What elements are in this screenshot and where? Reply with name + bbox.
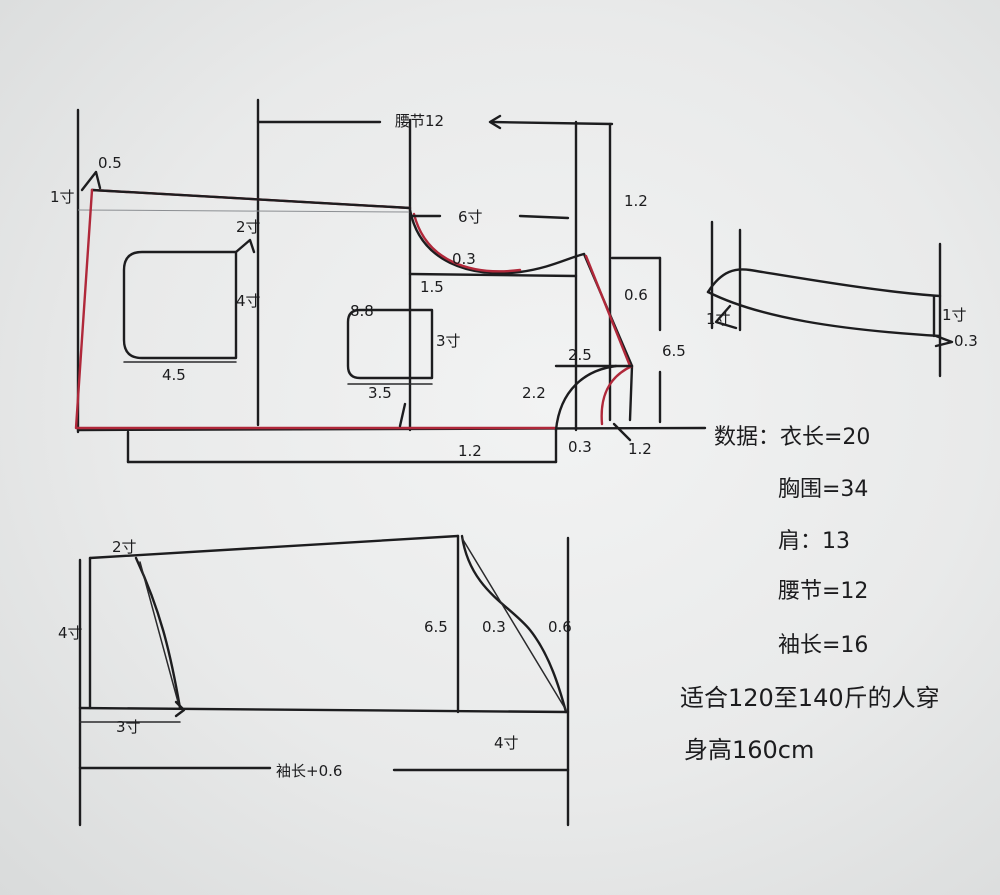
armhole-red <box>584 254 632 368</box>
sleeve-bottom-line <box>78 706 570 714</box>
large-pocket <box>122 250 238 360</box>
sleeve-06-label: 0.6 <box>548 618 572 636</box>
cuff-arrow-left <box>714 304 738 330</box>
note-height: 身高160cm <box>684 736 814 764</box>
pocket-corner-mark <box>234 238 256 254</box>
side-06-label: 0.6 <box>624 286 648 304</box>
note-waist: 腰节=12 <box>778 579 868 604</box>
corner-12-label: 1.2 <box>628 440 652 458</box>
side-top-label: 1.2 <box>624 192 648 210</box>
top-dimension-arrow <box>488 114 502 130</box>
underarm-red <box>600 364 634 426</box>
data-notes: 数据：衣长=20 胸围=34 肩：13 腰节=12 袖长=16 适合120至14… <box>680 425 940 764</box>
small-22-label: 2.2 <box>522 384 546 402</box>
small-35-label: 3.5 <box>368 384 392 402</box>
sleeve-pattern: 2寸 4寸 3寸 6.5 0.3 0.6 4寸 袖长+0.6 <box>58 534 572 827</box>
corner-03-label: 0.3 <box>568 438 592 456</box>
shoulder-line-ink <box>90 188 412 210</box>
curve-label: 0.3 <box>452 250 476 268</box>
note-chest: 胸围=34 <box>778 477 868 502</box>
top-dimension-label: 腰节12 <box>395 112 444 130</box>
pocket-height-label: 4寸 <box>236 292 261 310</box>
small-88-label: 8.8 <box>350 302 374 320</box>
small-25-label: 2.5 <box>568 346 592 364</box>
underarm-curve <box>554 364 618 432</box>
note-title: 数据：衣长=20 <box>714 425 870 450</box>
note-sleeve: 袖长=16 <box>778 633 868 658</box>
corner-tick <box>612 422 632 442</box>
cuff-03-label: 0.3 <box>954 332 978 350</box>
side-65-label: 6.5 <box>662 342 686 360</box>
sleeve-3cun-label: 3寸 <box>116 718 141 736</box>
cuff-pattern: 1寸 1寸 0.3 <box>706 220 978 378</box>
pocket-width-label: 4.5 <box>162 366 186 384</box>
top-dimension-right <box>490 120 614 126</box>
sleeve-cap-guide <box>461 537 567 711</box>
note-fit: 适合120至140斤的人穿 <box>680 684 940 712</box>
front-edge-red <box>74 188 558 430</box>
shoulder-guide <box>77 209 411 213</box>
neckline-curve <box>408 208 586 275</box>
corner-mark <box>80 170 102 192</box>
six-cun-label: 6寸 <box>458 208 483 226</box>
note-shoulder: 肩：13 <box>778 529 850 554</box>
pocket-top-label: 2寸 <box>236 218 261 236</box>
six-cun-dim-right <box>518 214 570 220</box>
cuff-one-cun-label: 1寸 <box>706 310 731 328</box>
cuff-one-cun-right-label: 1寸 <box>942 306 967 324</box>
sleeve-arrow <box>174 700 186 718</box>
three-cun-label: 3寸 <box>436 332 461 350</box>
bodice-pattern: 腰节12 0.5 1寸 2寸 4寸 4.5 6寸 0.3 1.2 1.5 8.8… <box>50 98 707 464</box>
bottom-12-label: 1.2 <box>458 442 482 460</box>
sleeve-top-line <box>88 534 460 560</box>
neckline-red <box>412 212 522 273</box>
neck-depth-line <box>408 272 578 278</box>
sleeve-03-label: 0.3 <box>482 618 506 636</box>
sleeve-65-label: 6.5 <box>424 618 448 636</box>
sleeve-cuff-guide <box>139 561 179 703</box>
sleeve-length-label: 袖长+0.6 <box>276 762 342 780</box>
sleeve-2cun-label: 2寸 <box>112 538 137 556</box>
small-pocket <box>346 308 434 380</box>
sleeve-4cun-label: 4寸 <box>58 624 83 642</box>
cuff-top-curve <box>706 268 942 298</box>
cuff-arrow-right <box>934 334 954 348</box>
cuff-bottom-curve <box>706 290 942 338</box>
half-label: 0.5 <box>98 154 122 172</box>
sleeve-cap-curve <box>460 534 568 714</box>
small-15-label: 1.5 <box>420 278 444 296</box>
one-cun-left-label: 1寸 <box>50 188 75 206</box>
armhole-line <box>582 252 634 422</box>
sleeve-4cun-b-label: 4寸 <box>494 734 519 752</box>
small-pocket-tick <box>398 402 407 428</box>
